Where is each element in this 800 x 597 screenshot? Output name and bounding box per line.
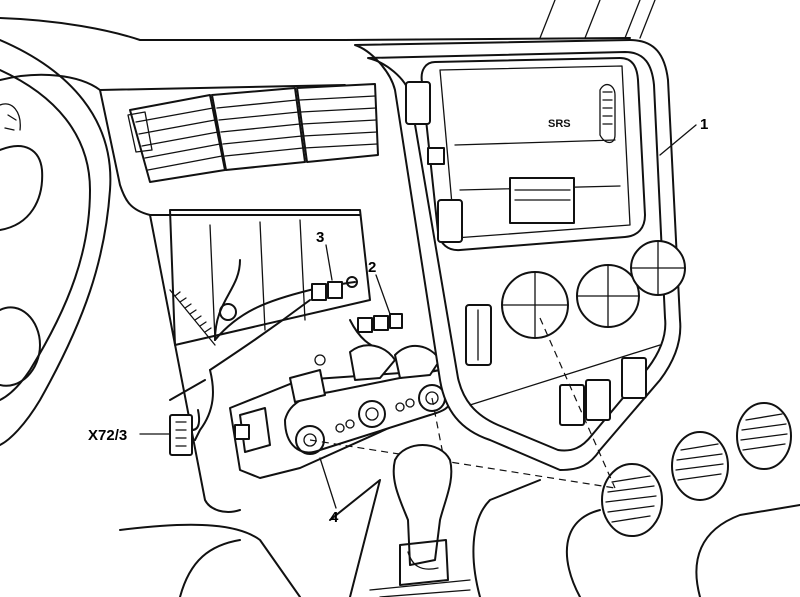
gear-shifter	[392, 444, 453, 586]
knob	[601, 463, 663, 537]
leader-lines	[139, 124, 697, 509]
connector-x72-3	[169, 409, 201, 456]
removed-knobs	[601, 402, 792, 537]
wiring-harness	[194, 276, 403, 441]
center-cavity	[149, 209, 371, 513]
callout-connector-x72-3: X72/3	[88, 427, 127, 444]
callout-3: 3	[316, 229, 324, 246]
lower-console	[119, 479, 800, 597]
center-console-panel: SRS	[354, 39, 686, 471]
steering-wheel	[0, 39, 112, 446]
dashboard-outline	[0, 0, 656, 216]
climate-control-unit	[229, 344, 458, 479]
callout-4: 4	[330, 509, 339, 526]
knob	[736, 402, 792, 470]
callout-2: 2	[368, 259, 376, 276]
srs-label: SRS	[548, 118, 571, 130]
air-vents	[127, 83, 379, 183]
callout-1: 1	[700, 116, 708, 133]
knob	[671, 431, 729, 501]
